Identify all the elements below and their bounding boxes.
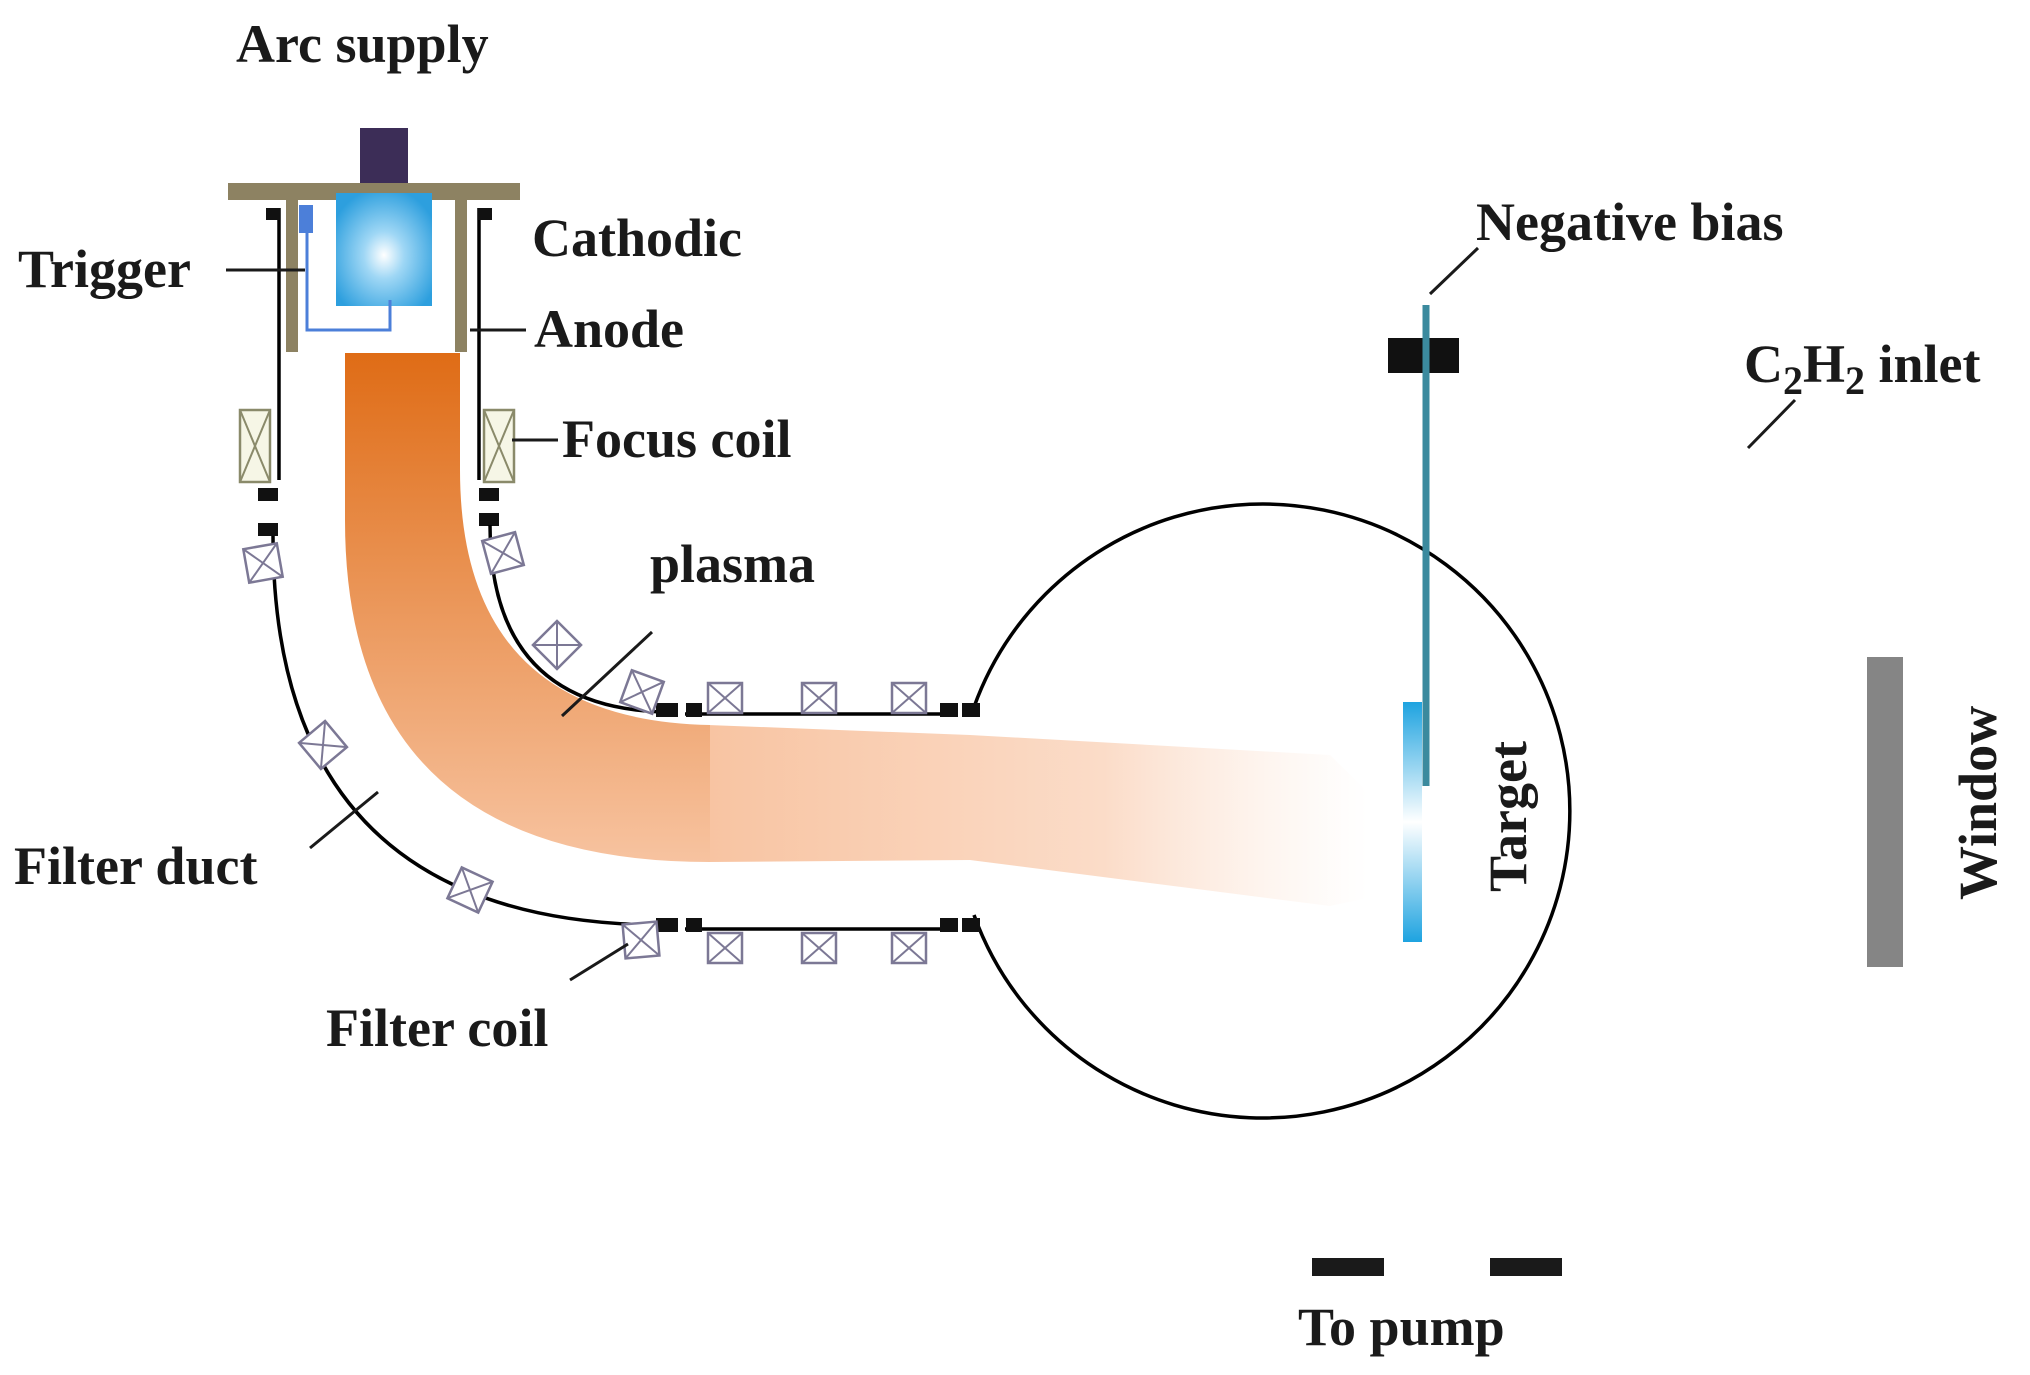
housing-seal-right-top (478, 208, 492, 220)
label-filter-coil: Filter coil (326, 998, 548, 1058)
anode-wall-right (455, 200, 467, 352)
arc-supply-box (360, 128, 408, 183)
pump-port-left (1312, 1258, 1384, 1276)
filter-coil-curve-outer-4 (621, 920, 661, 960)
plasma-beam-curved (345, 353, 710, 862)
filter-coil-curve-outer-3 (445, 865, 495, 915)
seal-top-1 (656, 703, 678, 717)
label-window: Window (1948, 706, 2008, 900)
filter-coil-straight-top-1 (706, 681, 744, 715)
filter-coil-curve-inner-2 (531, 619, 583, 671)
filter-coil-straight-bot-3 (890, 931, 928, 965)
filter-coil-straight-bot-1 (706, 931, 744, 965)
label-arc-supply: Arc supply (236, 14, 489, 74)
leader-filter-duct (309, 790, 379, 850)
anode-wall-left (286, 200, 298, 352)
target-substrate (1403, 702, 1422, 942)
leader-c2h2-inlet (1746, 398, 1797, 450)
label-target: Target (1478, 741, 1538, 892)
filter-coil-straight-top-2 (800, 681, 838, 715)
seal-left-mid1 (258, 488, 278, 501)
leader-plasma (560, 630, 654, 718)
window-port (1867, 657, 1903, 967)
leader-negative-bias (1428, 246, 1480, 296)
label-negative-bias: Negative bias (1476, 192, 1783, 252)
filter-coil-curve-outer-2 (297, 719, 349, 771)
flange-plate (228, 183, 520, 200)
seal-bot-4 (962, 918, 980, 932)
seal-bot-3 (940, 918, 958, 932)
seal-right-mid2 (479, 513, 499, 526)
label-filter-duct: Filter duct (14, 836, 257, 896)
seal-top-3 (940, 703, 958, 717)
filter-duct-outer (271, 535, 666, 927)
trigger-electrode (299, 205, 313, 233)
cathode-block (336, 193, 432, 306)
filter-coil-curve-outer-1 (241, 541, 285, 585)
filter-coil-curve-inner-3 (618, 668, 666, 716)
pump-port-right (1490, 1258, 1562, 1276)
leader-filter-coil (569, 942, 629, 982)
plasma-beam-horizontal (708, 725, 1368, 906)
focus-coil-right (482, 408, 516, 484)
housing-seal-left-top (266, 208, 280, 220)
label-cathodic: Cathodic (532, 208, 742, 268)
label-to-pump: To pump (1298, 1297, 1505, 1357)
seal-bot-2 (686, 918, 702, 932)
filter-coil-straight-top-3 (890, 681, 928, 715)
seal-top-4 (962, 703, 980, 717)
chamber-wall (972, 502, 1572, 1120)
label-anode: Anode (534, 299, 684, 359)
label-trigger: Trigger (18, 239, 191, 299)
label-plasma: plasma (650, 534, 815, 594)
seal-left-mid2 (258, 523, 278, 536)
seal-top-2 (686, 703, 702, 717)
seal-right-mid1 (479, 488, 499, 501)
filter-coil-straight-bot-2 (800, 931, 838, 965)
focus-coil-left (238, 408, 272, 484)
trigger-wire (305, 205, 392, 332)
filter-coil-curve-inner-1 (480, 530, 526, 576)
label-c2h2-inlet: C2H2 inlet (1744, 334, 1981, 403)
seal-bot-1 (656, 918, 678, 932)
label-focus-coil: Focus coil (562, 409, 791, 469)
